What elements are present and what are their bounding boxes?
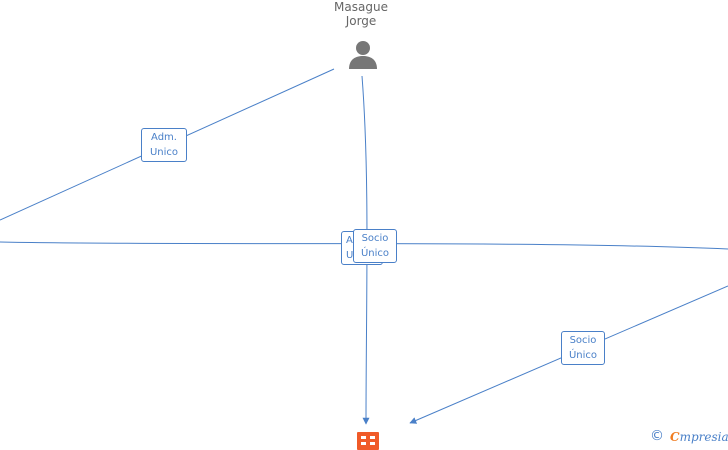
edge-label-line2: U bbox=[346, 250, 354, 261]
edge-label-line1: Adm. bbox=[151, 132, 177, 143]
edge-label-line1: Socio bbox=[361, 233, 389, 244]
edge-label-line2: Único bbox=[568, 350, 598, 361]
person-icon[interactable] bbox=[348, 40, 378, 70]
edge-label-line2: Único bbox=[360, 248, 390, 259]
brand-initial: C bbox=[670, 430, 680, 444]
edge-label-line2: Unico bbox=[149, 147, 179, 158]
person-name-line1: Masague bbox=[334, 0, 388, 14]
edge-label-socio-unico-right[interactable]: Socio Único bbox=[561, 331, 605, 365]
edge-label-line1: A bbox=[346, 235, 353, 246]
building-icon[interactable] bbox=[357, 432, 379, 450]
person-name[interactable]: Masague Jorge bbox=[320, 0, 402, 28]
edge-label-adm-unico[interactable]: Adm. Unico bbox=[141, 128, 187, 162]
edge-label-socio-unico-center[interactable]: Socio Único bbox=[353, 229, 397, 263]
copyright-symbol: © bbox=[650, 428, 664, 444]
brand-name: mpresia bbox=[679, 430, 728, 444]
edge-label-line1: Socio bbox=[569, 335, 597, 346]
brand-logo[interactable]: Cmpresia bbox=[670, 430, 728, 444]
person-name-line2: Jorge bbox=[345, 14, 377, 28]
